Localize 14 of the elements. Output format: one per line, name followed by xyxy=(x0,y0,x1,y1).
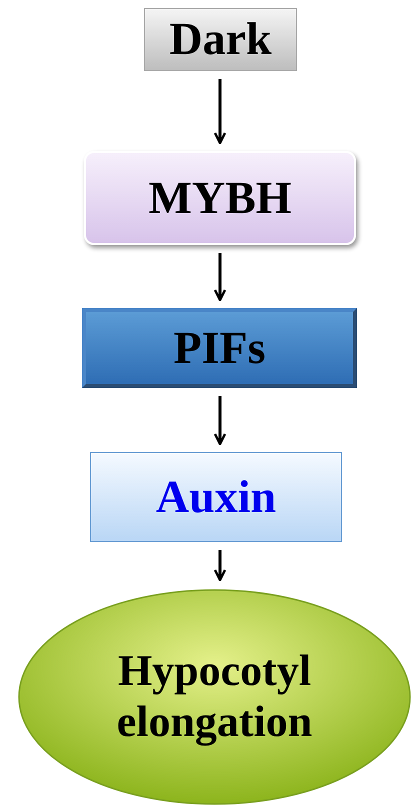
arrow xyxy=(214,79,226,144)
node-label: Hypocotyl elongation xyxy=(116,646,314,748)
arrow xyxy=(214,396,226,446)
node-label: Auxin xyxy=(156,470,276,524)
arrow xyxy=(214,550,226,582)
process-box xyxy=(144,8,297,71)
process-box xyxy=(82,308,357,388)
node-label: Dark xyxy=(169,13,272,66)
node-label: PIFs xyxy=(174,322,266,374)
arrow xyxy=(214,253,226,302)
process-box xyxy=(84,151,356,245)
process-box xyxy=(90,452,342,542)
node-label: MYBH xyxy=(148,172,292,224)
ellipse-node xyxy=(17,588,412,806)
